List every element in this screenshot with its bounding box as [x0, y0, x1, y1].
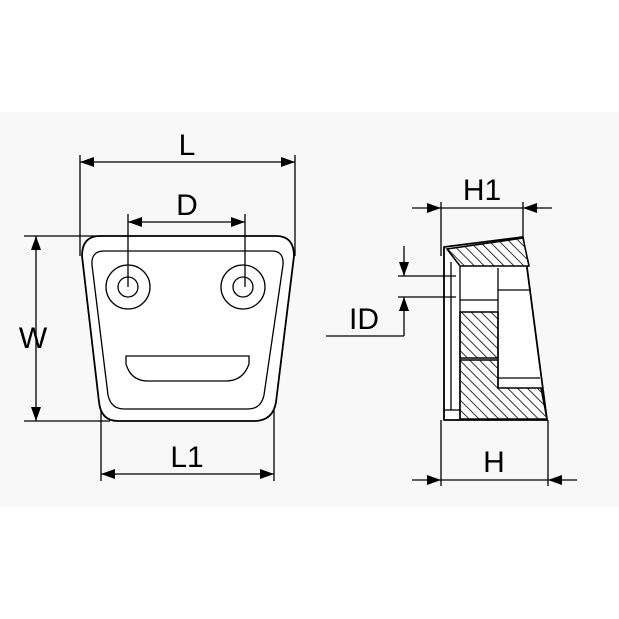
dim-l-arrow-right	[281, 157, 295, 167]
dimension-l1	[100, 410, 275, 481]
dim-l-arrow-left	[80, 157, 94, 167]
dim-id-arrow-top	[399, 262, 409, 276]
dimension-l	[79, 155, 296, 256]
dimension-w	[24, 235, 110, 422]
label-l: L	[179, 129, 196, 162]
dim-id-arrow-bottom	[399, 297, 409, 311]
label-d: D	[176, 189, 198, 222]
right-bolt-hole-outer	[220, 264, 266, 310]
dim-d-arrow-right	[231, 217, 245, 227]
label-w: W	[19, 322, 48, 355]
right-bolt-hole-inner	[232, 276, 254, 298]
section-hatch-top	[445, 237, 530, 267]
center-slot	[125, 355, 250, 382]
dim-w-arrow-bottom	[31, 407, 41, 421]
label-l1: L1	[170, 441, 203, 474]
section-hatch-middle	[459, 311, 499, 359]
anode-outer-outline	[81, 235, 295, 422]
dim-l1-arrow-right	[260, 469, 274, 479]
dimension-d	[127, 214, 246, 287]
dim-h-arrow-right	[548, 475, 562, 485]
label-h1: H1	[463, 174, 501, 207]
dim-d-arrow-left	[128, 217, 142, 227]
anode-inner-outline	[91, 250, 284, 410]
dim-l1-arrow-left	[101, 469, 115, 479]
dimension-id	[326, 246, 456, 337]
front-view	[81, 235, 295, 422]
dim-h1-arrow-right	[523, 203, 537, 213]
dim-h-arrow-left	[427, 475, 441, 485]
dim-w-arrow-top	[31, 236, 41, 250]
label-id: ID	[349, 303, 379, 336]
label-h: H	[483, 446, 505, 479]
dimension-h	[412, 420, 577, 486]
dim-h1-arrow-left	[427, 203, 441, 213]
side-section-view	[443, 236, 548, 421]
dimension-h1	[412, 202, 552, 256]
